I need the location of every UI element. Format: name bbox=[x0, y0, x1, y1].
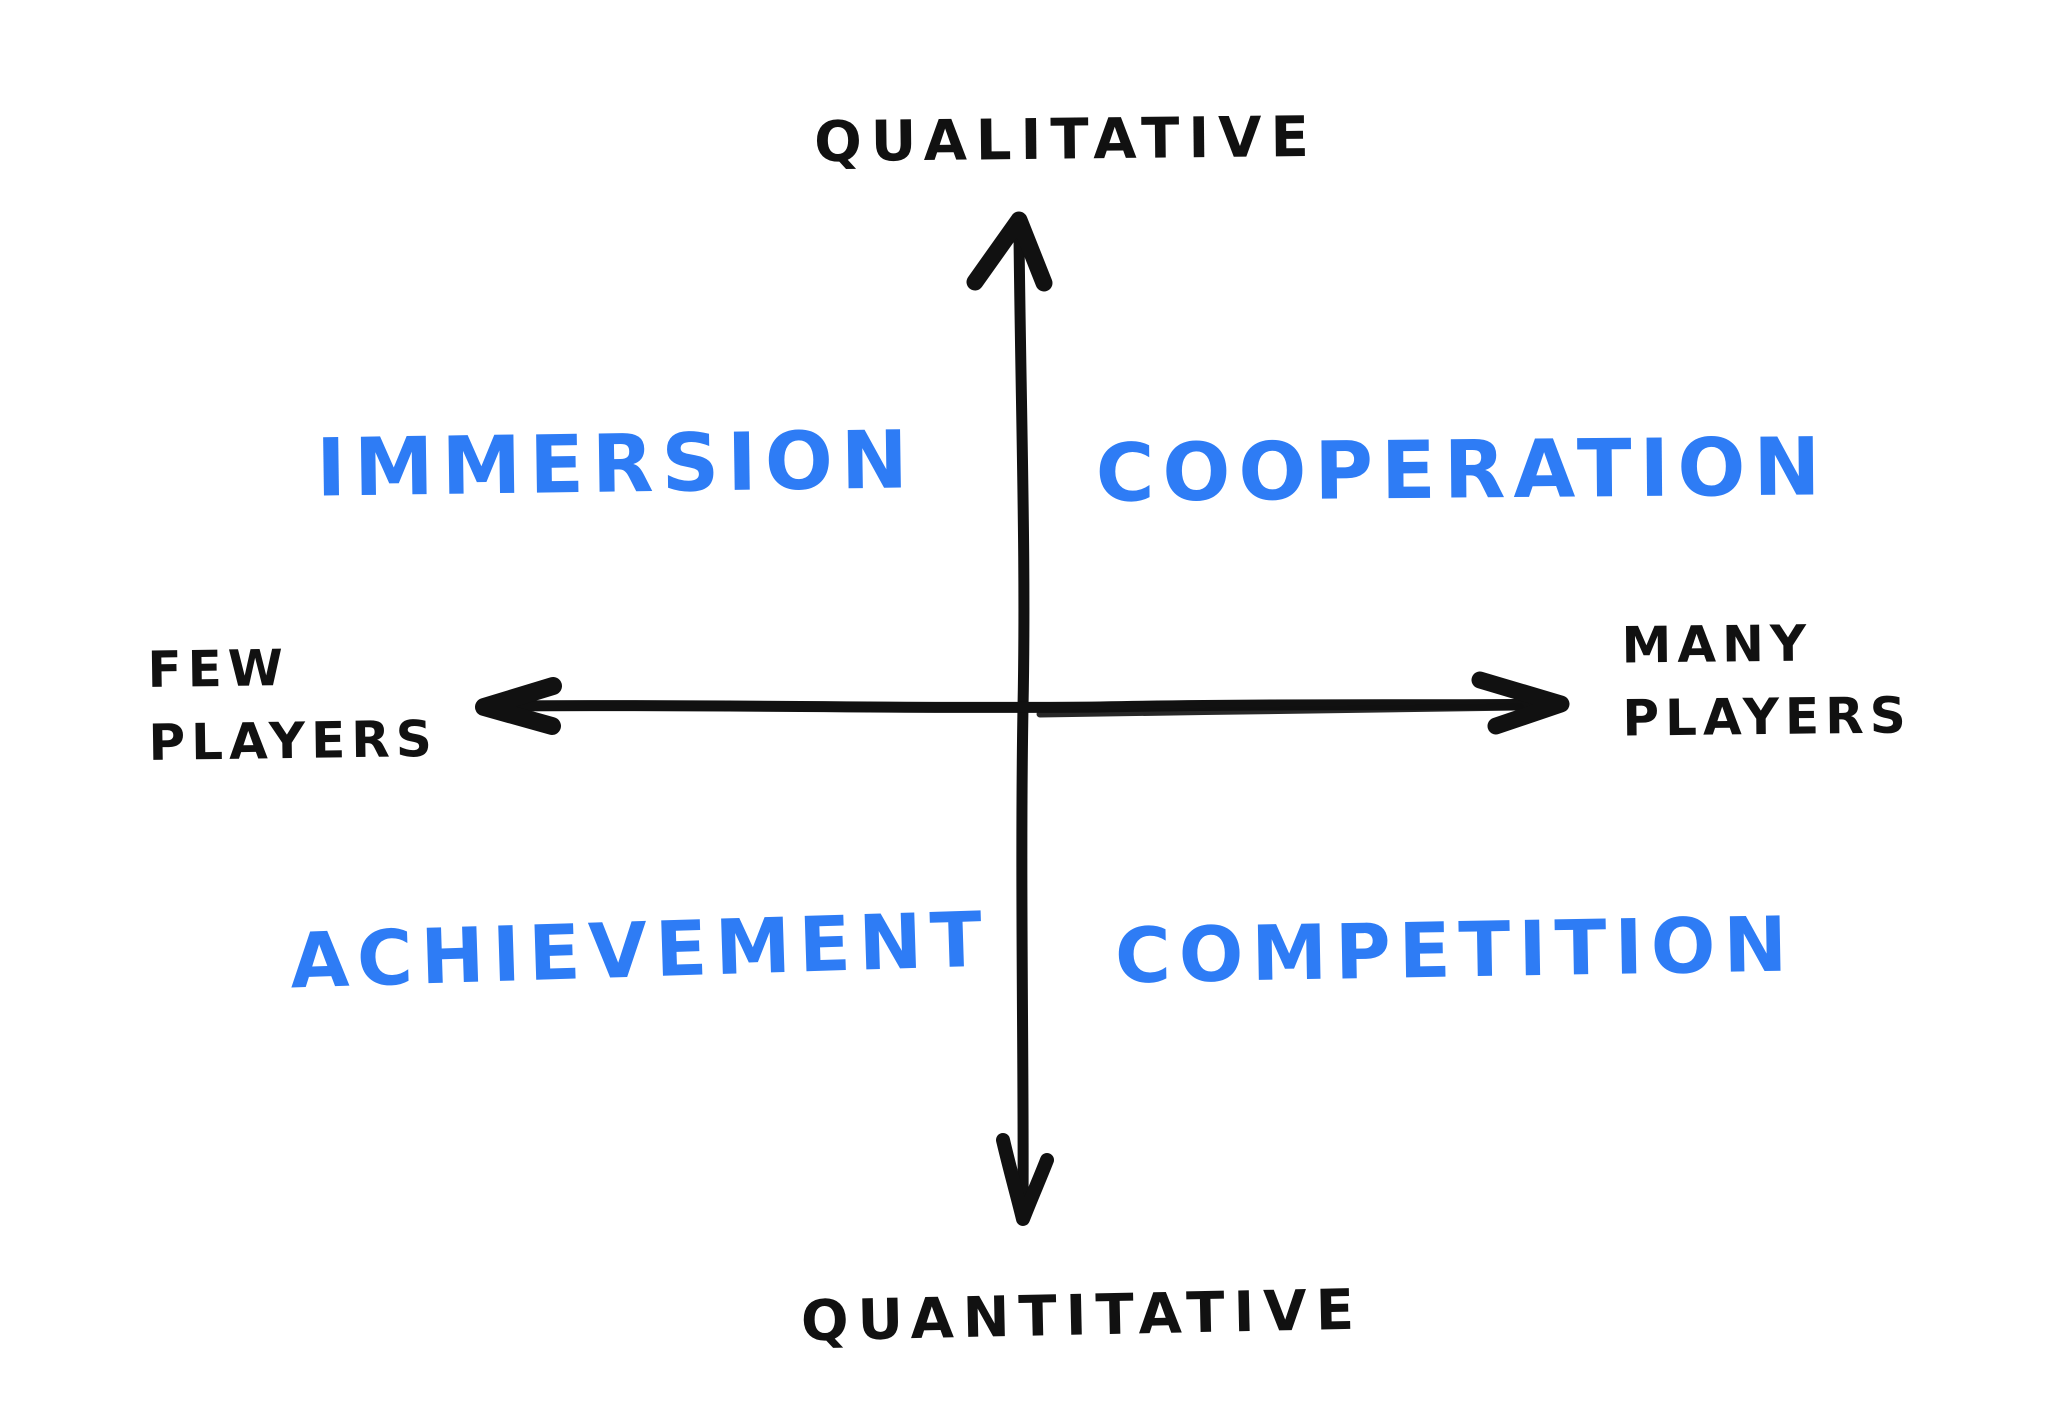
quadrant-label-immersion: IMMERSION bbox=[315, 413, 917, 515]
quadrant-label-cooperation: COOPERATION bbox=[1095, 420, 1829, 520]
horizontal-axis-line bbox=[486, 698, 1556, 713]
horizontal-axis-overstroke bbox=[1036, 703, 1524, 718]
axis-label-few-players: FEW PLAYERS bbox=[147, 630, 438, 779]
quadrant-label-competition: COMPETITION bbox=[1114, 899, 1796, 1001]
axis-label-few-players-line2: PLAYERS bbox=[148, 709, 439, 772]
axis-label-few-players-line1: FEW bbox=[147, 639, 290, 700]
down-arrowhead-icon bbox=[996, 1133, 1054, 1226]
axis-label-many-players-line1: MANY bbox=[1621, 614, 1813, 675]
up-arrowhead-icon bbox=[966, 211, 1053, 292]
axis-label-many-players: MANY PLAYERS bbox=[1621, 606, 1912, 754]
axis-label-qualitative: QUALITATIVE bbox=[813, 104, 1319, 176]
axis-label-quantitative: QUANTITATIVE bbox=[800, 1277, 1364, 1355]
right-arrowhead-icon bbox=[1471, 671, 1570, 735]
axis-label-many-players-line2: PLAYERS bbox=[1622, 685, 1912, 748]
left-arrowhead-icon bbox=[475, 677, 562, 735]
vertical-axis-line bbox=[1013, 230, 1030, 1216]
